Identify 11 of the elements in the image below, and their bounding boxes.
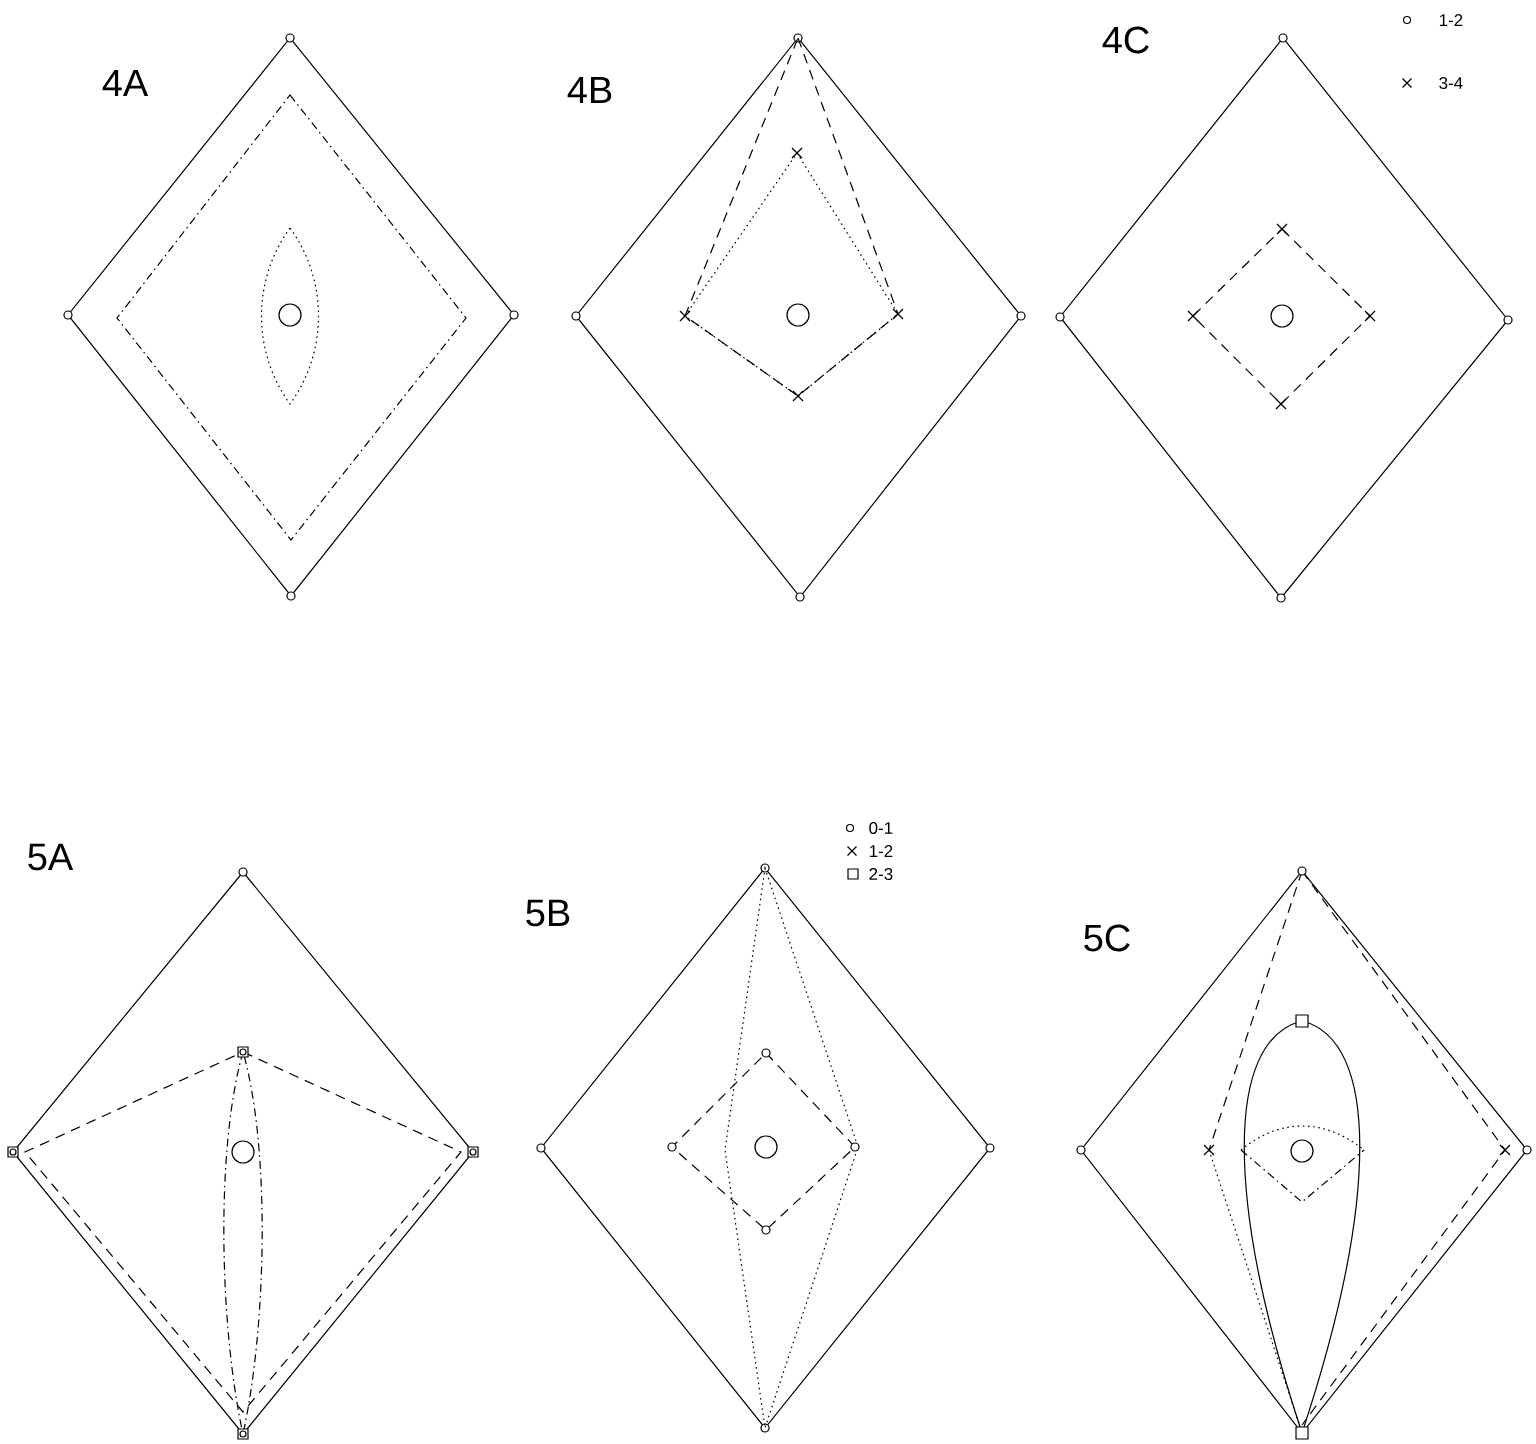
panel-label: 4B (567, 76, 612, 104)
panel-label: 5C (1084, 924, 1130, 952)
legend-entry: 2-3 (847, 868, 893, 880)
panel-label: 5A (28, 843, 74, 871)
legend-entry: 1-2 (846, 845, 893, 857)
legend-entry: 3-4 (1401, 77, 1463, 89)
legend-entry: 1-2 (1402, 14, 1463, 26)
panel-label: 4C (1102, 26, 1149, 54)
legend-entry: 0-1 (845, 822, 893, 834)
panel-label: 4A (102, 69, 149, 97)
panel-label: 5B (526, 899, 570, 927)
